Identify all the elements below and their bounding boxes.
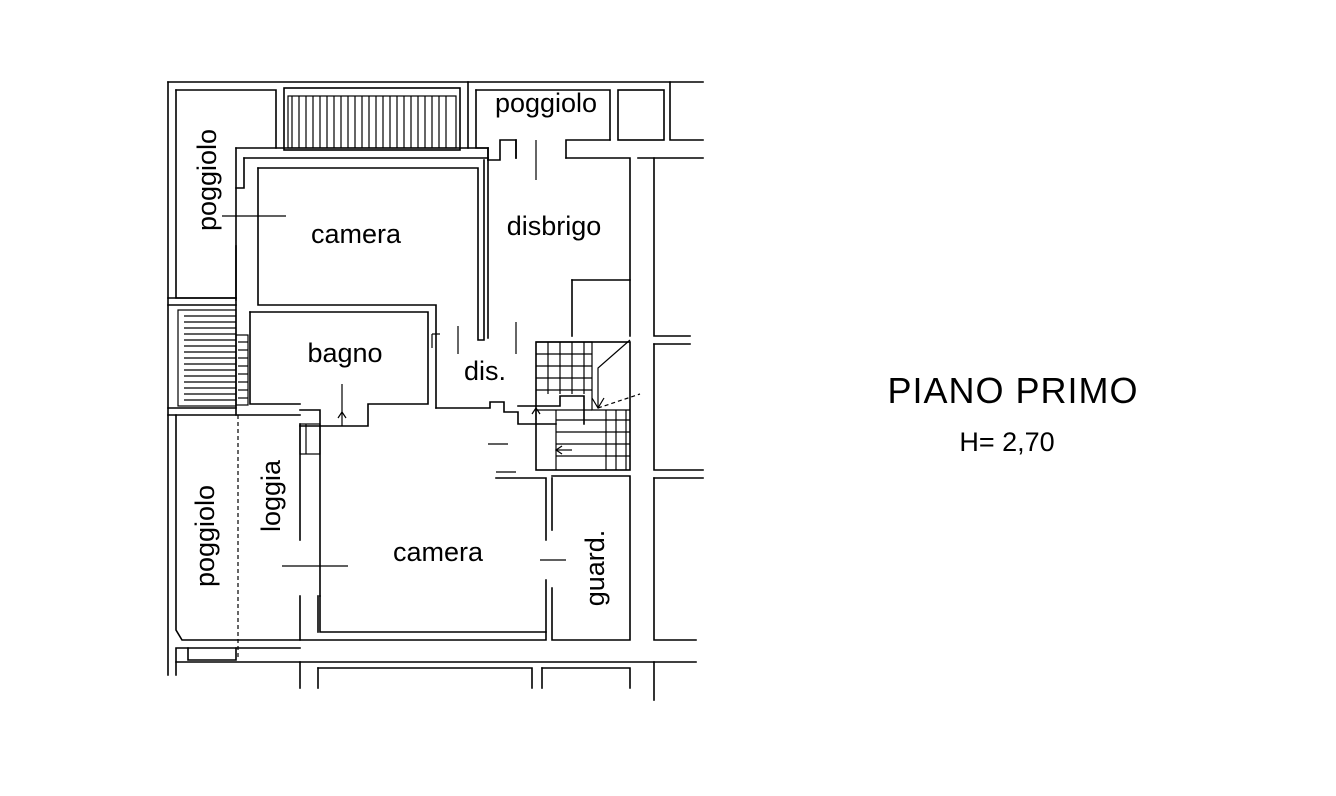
label-loggia: loggia [256,459,286,532]
stair-top [283,87,461,151]
camera-upper-walls [222,157,489,409]
label-disbrigo: disbrigo [507,211,602,241]
plan-height-label: H= 2,70 [959,427,1054,457]
loggia-walls [175,414,301,676]
label-guard: guard. [580,530,610,607]
label-poggiolo-left-upper: poggiolo [192,129,222,231]
camera-lower-walls [282,423,566,641]
stair-central-treads [536,342,630,470]
right-walls [653,157,704,701]
bagno-walls [249,311,440,427]
label-poggiolo-top: poggiolo [495,88,597,118]
bottom-border [175,661,697,689]
label-bagno: bagno [307,338,382,368]
plan-title: PIANO PRIMO [887,370,1138,411]
stair-central-arrows [531,339,641,455]
label-poggiolo-left-lower: poggiolo [190,485,220,587]
guardaroba-walls [551,475,631,641]
stair-left-treads [184,315,248,401]
top-poggiolo-walls [467,81,704,337]
disbrigo-walls [457,139,631,354]
dis-walls [435,395,585,473]
label-dis: dis. [464,356,506,386]
label-camera-lower: camera [393,537,484,567]
label-camera-upper: camera [311,219,402,249]
stair-top-treads [291,96,447,148]
